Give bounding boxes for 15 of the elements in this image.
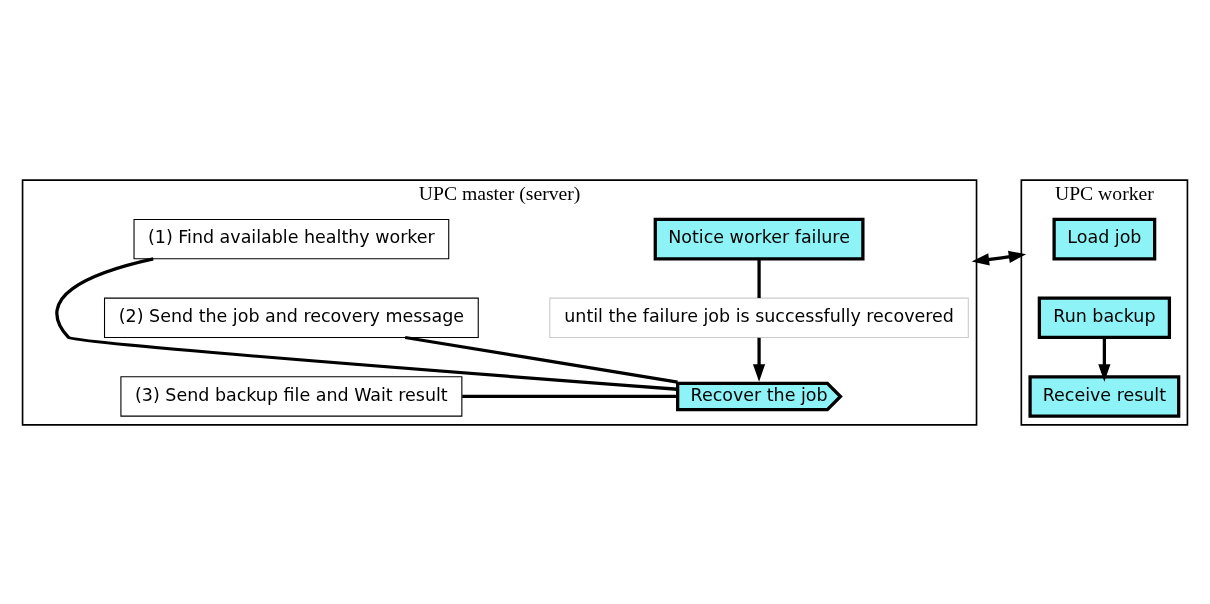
node-box: Notice worker failure <box>653 217 865 260</box>
node-box: (3) Send backup file and Wait result <box>120 375 463 417</box>
node-box: (1) Find available healthy worker <box>133 218 450 259</box>
connector <box>55 256 678 391</box>
node-box: Run backup <box>1037 296 1172 339</box>
node-box: Load job <box>1052 217 1157 260</box>
connector <box>462 394 678 398</box>
node-box: Receive result <box>1028 374 1181 418</box>
node-box: (2) Send the job and recovery message <box>103 297 479 338</box>
arrow <box>752 337 766 382</box>
connector <box>757 258 761 298</box>
arrow <box>971 250 1027 265</box>
connector <box>404 335 678 384</box>
node-box: until the failure job is successfully recovered <box>549 297 969 338</box>
arrow <box>1098 337 1111 382</box>
